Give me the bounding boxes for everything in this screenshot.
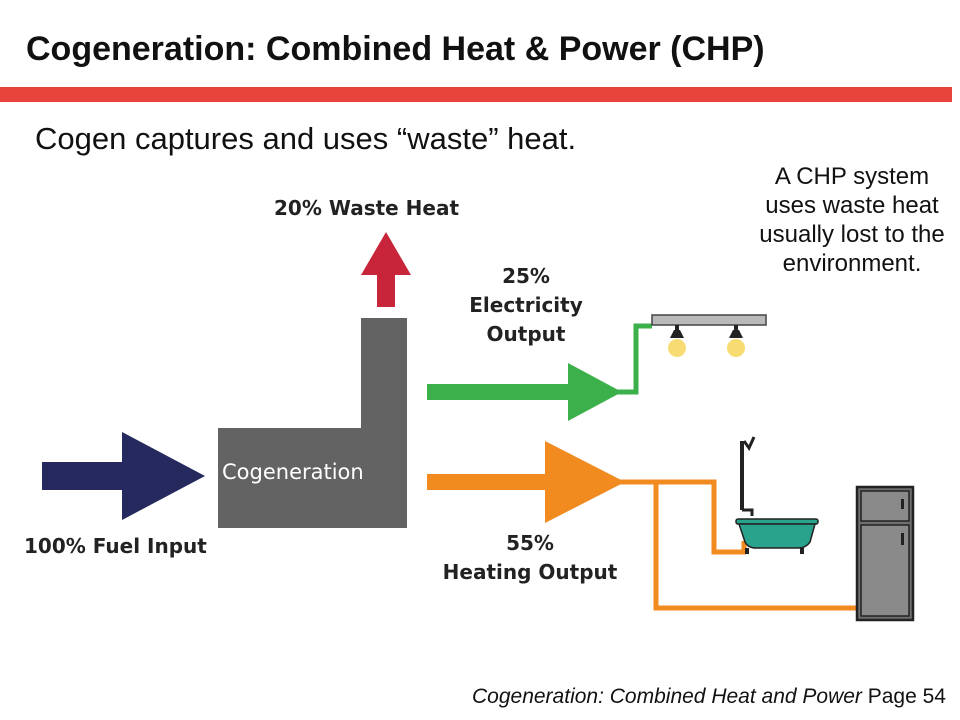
heating-pipe-fridge (653, 482, 858, 611)
electricity-text-line2: Output (486, 322, 566, 346)
waste-heat-arrow (361, 232, 411, 307)
footer-title: Cogeneration: Combined Heat and Power (472, 685, 862, 708)
side-note: A CHP system uses waste heat usually los… (759, 163, 945, 277)
waste-heat-percent: 20% (274, 196, 322, 220)
plant-label: Cogeneration (222, 460, 364, 484)
electricity-wire (612, 323, 652, 395)
electricity-arrow (427, 363, 622, 421)
heating-text: Heating Output (442, 560, 618, 584)
chimney (361, 318, 407, 430)
cogeneration-plant (218, 428, 407, 528)
page-number: Page 54 (867, 685, 946, 708)
waste-heat-text: Waste Heat (328, 196, 460, 220)
refrigerator-icon (855, 485, 915, 622)
slide-footer: Cogeneration: Combined Heat and Power Pa… (472, 685, 946, 709)
electricity-text-line1: Electricity (469, 293, 583, 317)
slide-title: Cogeneration: Combined Heat & Power (CHP… (26, 30, 765, 68)
fuel-input-arrow (42, 432, 205, 520)
title-divider (0, 87, 952, 102)
electricity-label: 25% Electricity Output (450, 262, 602, 349)
electricity-percent: 25% (502, 264, 550, 288)
heating-label: 55% Heating Output (420, 529, 640, 587)
ceiling-light-icon (651, 314, 767, 357)
waste-heat-label: 20% Waste Heat (274, 196, 459, 220)
heating-percent: 55% (506, 531, 554, 555)
heating-arrow (427, 441, 625, 523)
bathtub-icon (735, 436, 819, 554)
slide-subtitle: Cogen captures and uses “waste” heat. (35, 121, 577, 156)
heating-pipe-bath (620, 479, 747, 555)
fuel-input-label: 100% Fuel Input (24, 534, 207, 558)
